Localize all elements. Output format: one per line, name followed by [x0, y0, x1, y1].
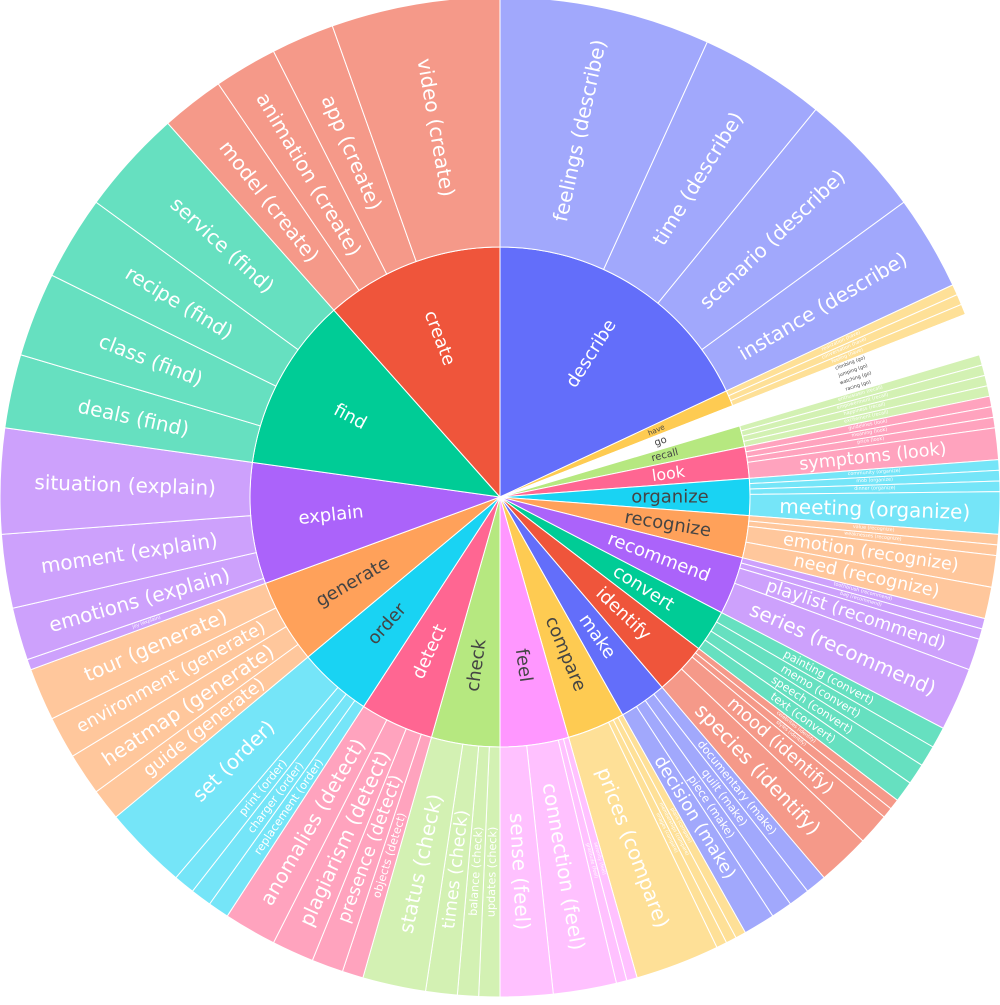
leaf-label-price-look: price (look): [857, 436, 885, 446]
category-label-go: go: [653, 434, 668, 448]
leaf-label-balance-check: balance (check): [467, 826, 486, 916]
leaf-label-community-organize: community (organize): [848, 468, 901, 477]
leaf-segment-video-create[interactable]: [331, 0, 501, 263]
leaf-label-updates-check: updates (check): [485, 827, 500, 918]
category-label-feel: feel: [511, 647, 536, 683]
category-label-organize: organize: [631, 487, 708, 508]
leaf-label-dinner-organize: dinner (organize): [854, 485, 896, 492]
leaf-label-situation-explain: situation (explain): [34, 470, 216, 500]
category-label-look: look: [651, 462, 687, 485]
leaf-label-mob-organize: mob (organize): [856, 477, 893, 485]
leaf-label-value-recognize: value (recognize): [853, 524, 895, 534]
